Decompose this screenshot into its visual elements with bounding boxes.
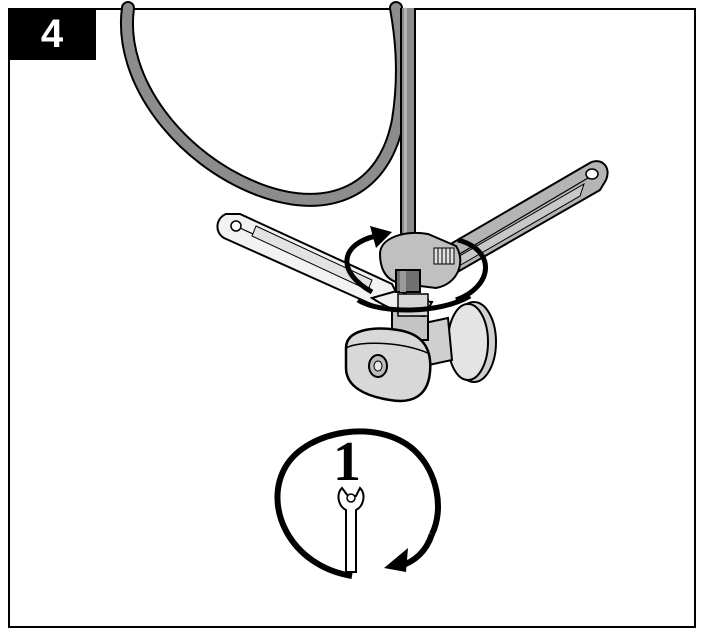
turn-count-label: 1	[333, 431, 361, 493]
wrench-icon	[339, 488, 364, 572]
illustration: 1	[0, 0, 705, 613]
turn-arrow-head-icon	[384, 548, 408, 572]
one-turn-icon: 1	[277, 431, 438, 576]
